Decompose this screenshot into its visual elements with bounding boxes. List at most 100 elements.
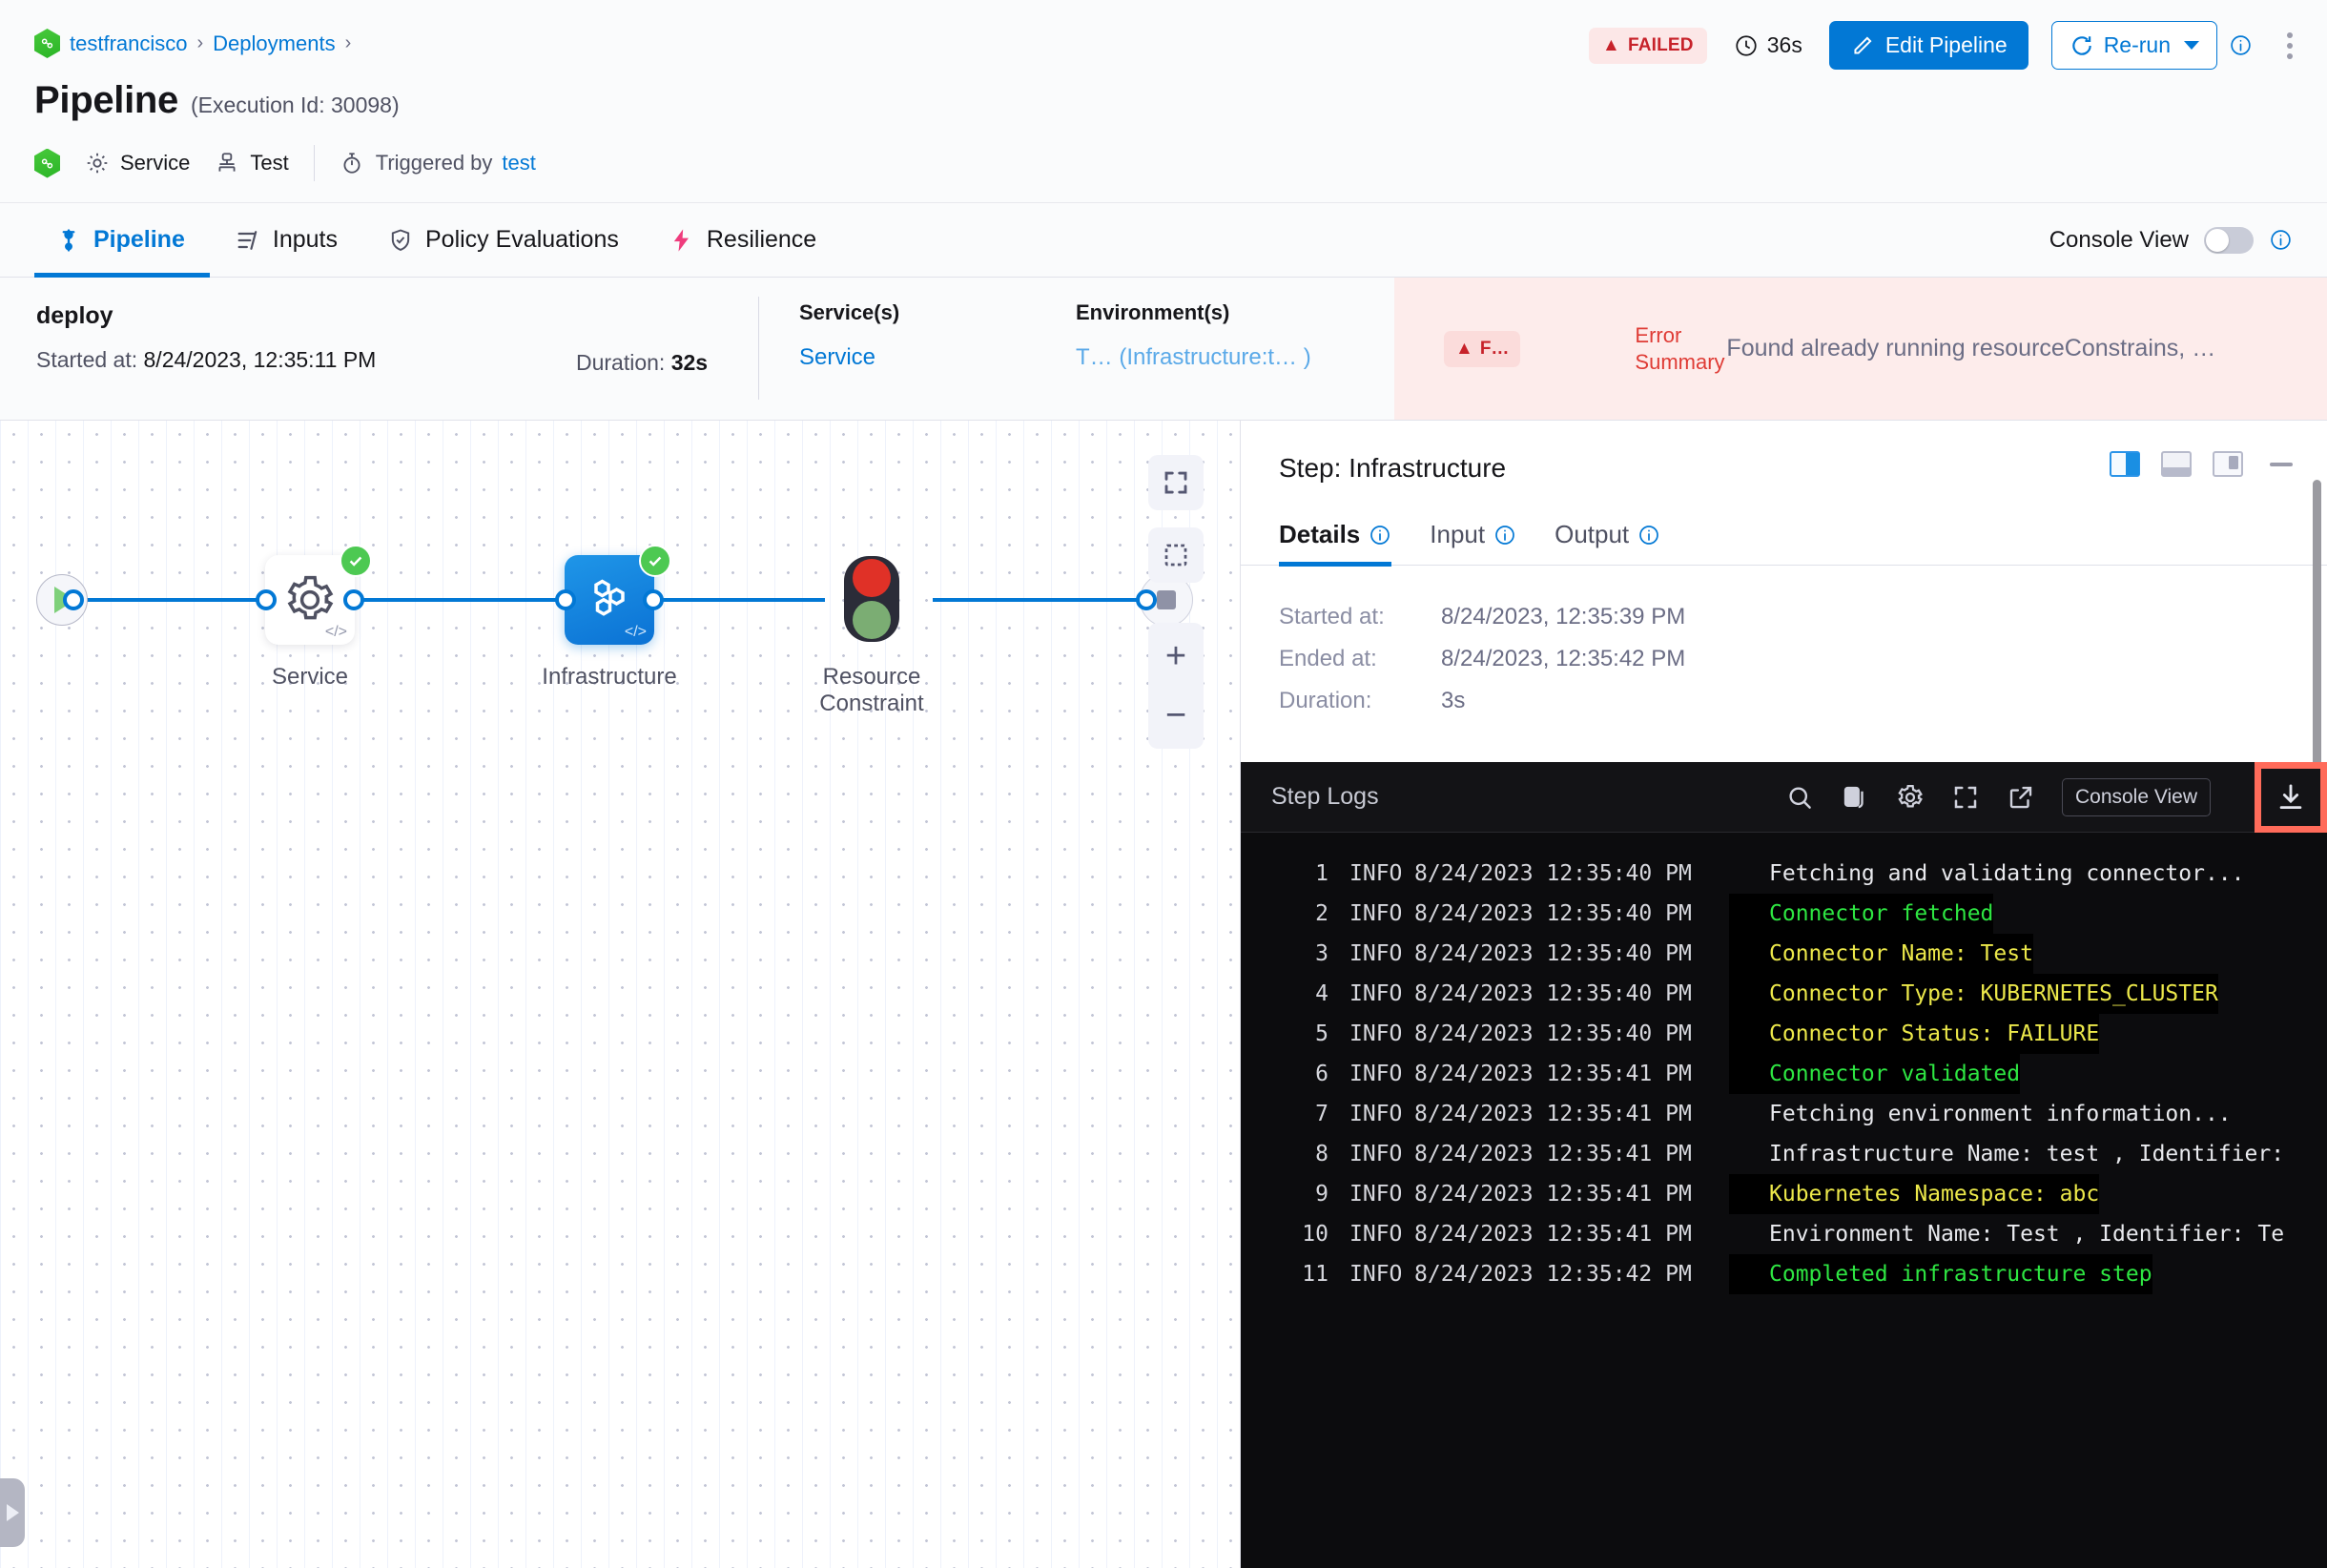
edit-pipeline-button[interactable]: Edit Pipeline: [1828, 21, 2028, 70]
services-value[interactable]: Service: [799, 344, 876, 370]
console-view-info-icon[interactable]: [2269, 228, 2293, 252]
triggered-by-label: Triggered by: [375, 151, 493, 175]
log-line-number: 7: [1315, 1102, 1328, 1126]
edge-service-infrastructure: [351, 598, 556, 602]
field-duration-value: 3s: [1441, 688, 1466, 713]
zoom-in-button[interactable]: +: [1164, 636, 1187, 676]
tab-inputs[interactable]: Inputs: [210, 203, 362, 277]
download-logs-button[interactable]: [2255, 761, 2327, 833]
output-info-icon[interactable]: [1637, 524, 1660, 547]
log-level: INFO: [1349, 1062, 1403, 1086]
breadcrumb-item-project[interactable]: testfrancisco: [70, 31, 188, 55]
harness-logo-icon-small: [34, 148, 60, 178]
warning-icon-small: ▲: [1455, 338, 1473, 359]
re-run-button[interactable]: Re-run: [2050, 21, 2217, 70]
meta-environment-label: Test: [250, 151, 289, 175]
stage-environments: Environment(s) T… (Infrastructure:t… ): [1076, 300, 1311, 371]
copy-icon[interactable]: [1841, 783, 1869, 812]
log-message: Completed infrastructure step: [1729, 1254, 2152, 1294]
log-message: Fetching environment information...: [1769, 1102, 2232, 1126]
logs-console-view-button[interactable]: Console View: [2061, 777, 2211, 816]
header-actions: ▲ FAILED 36s Edit Pipeline Re-run: [1588, 21, 2298, 70]
select-area-button[interactable]: [1148, 527, 1204, 583]
step-logs-title: Step Logs: [1271, 783, 1379, 810]
open-external-icon[interactable]: [2007, 783, 2035, 812]
details-info-icon[interactable]: [1369, 524, 1391, 547]
step-title: Step: Infrastructure: [1279, 453, 1507, 483]
graph-node-infrastructure-label: Infrastructure: [542, 664, 677, 690]
more-options-icon[interactable]: [2281, 27, 2298, 65]
chevron-down-icon: [2184, 41, 2199, 50]
tab-input[interactable]: Input: [1430, 520, 1516, 565]
layout-float-panel-icon[interactable]: [2213, 451, 2243, 477]
tab-pipeline[interactable]: Pipeline: [34, 203, 210, 278]
stage-status-badge-label: F…: [1479, 338, 1510, 359]
log-message: Connector fetched: [1729, 894, 1994, 934]
status-badge-label: FAILED: [1627, 34, 1694, 55]
tab-resilience[interactable]: Resilience: [644, 203, 841, 277]
inputs-icon: [235, 227, 261, 254]
zoom-out-button[interactable]: −: [1164, 695, 1187, 735]
panel-layout-icons: [2110, 451, 2293, 477]
graph-node-resource-constraint[interactable]: [844, 556, 899, 642]
log-line-number: 5: [1315, 1021, 1328, 1046]
log-line-number: 9: [1315, 1182, 1328, 1207]
console-view-switch[interactable]: [2204, 226, 2254, 254]
graph-node-resource-constraint-label: Resource Constraint: [767, 664, 977, 717]
log-timestamp: 8/24/2023 12:35:41 PM: [1414, 1102, 1692, 1126]
sidebar-expand-handle[interactable]: [0, 1478, 25, 1547]
status-success-badge-service: [340, 545, 372, 577]
tab-output[interactable]: Output: [1555, 520, 1660, 565]
console-view-toggle-group: Console View: [2049, 226, 2293, 254]
graph-node-service[interactable]: </>: [265, 555, 355, 645]
tab-inputs-label: Inputs: [272, 226, 338, 253]
rerun-info-icon[interactable]: [2229, 33, 2253, 57]
gear-icon-logs[interactable]: [1896, 783, 1925, 812]
log-level: INFO: [1349, 1021, 1403, 1046]
stage-summary-left: deploy Started at: 8/24/2023, 12:35:11 P…: [0, 278, 1394, 420]
input-info-icon[interactable]: [1493, 524, 1516, 547]
execution-duration-value: 36s: [1766, 32, 1802, 57]
field-started-at: Started at: 8/24/2023, 12:35:39 PM: [1279, 604, 2327, 630]
expand-icon[interactable]: [1951, 783, 1980, 812]
log-level: INFO: [1349, 861, 1403, 886]
stage-duration-value: 32s: [670, 350, 709, 375]
code-tag-icon-service: </>: [324, 624, 347, 640]
layout-right-panel-icon[interactable]: [2110, 451, 2140, 477]
tab-details[interactable]: Details: [1279, 520, 1392, 567]
port-service-in: [256, 589, 277, 610]
layout-bottom-panel-icon[interactable]: [2161, 451, 2192, 477]
zoom-controls: + −: [1148, 623, 1204, 749]
tab-policy-evaluations[interactable]: Policy Evaluations: [362, 203, 644, 277]
rc-label-line2: Constraint: [819, 691, 924, 717]
log-message: Infrastructure Name: test , Identifier:: [1769, 1142, 2285, 1166]
stage-started-value: 8/24/2023, 12:35:11 PM: [143, 347, 377, 372]
tab-output-label: Output: [1555, 520, 1630, 548]
graph-node-infrastructure[interactable]: </>: [565, 555, 654, 645]
minimize-panel-icon[interactable]: [2270, 462, 2293, 466]
detail-panel-scrollbar[interactable]: [2313, 480, 2321, 794]
port-infrastructure-in: [555, 589, 576, 610]
field-duration-key: Duration:: [1279, 688, 1372, 713]
check-icon-2: [649, 556, 662, 567]
meta-service: Service: [85, 151, 190, 175]
graph-node-service-label: Service: [271, 664, 349, 690]
traffic-light-red: [853, 559, 891, 598]
error-summary-text: Found already running resourceConstrains…: [1726, 335, 2216, 361]
log-message: Connector Name: Test: [1729, 934, 2033, 974]
pipeline-graph-canvas[interactable]: </> Service </> Infrastruc: [0, 421, 1240, 1568]
stage-started: Started at: 8/24/2023, 12:35:11 PM: [36, 347, 376, 373]
field-duration: Duration: 3s: [1279, 688, 2327, 714]
log-line-number: 10: [1302, 1222, 1328, 1247]
fit-to-screen-button[interactable]: [1148, 455, 1204, 510]
breadcrumb: testfrancisco › Deployments ›: [34, 0, 2293, 58]
search-icon[interactable]: [1785, 783, 1814, 812]
environments-value[interactable]: T… (Infrastructure:t… ): [1076, 344, 1311, 370]
triggered-by-user[interactable]: test: [502, 151, 536, 175]
check-icon: [349, 556, 362, 567]
shield-check-icon: [387, 227, 414, 254]
breadcrumb-item-deployments[interactable]: Deployments: [213, 31, 336, 55]
